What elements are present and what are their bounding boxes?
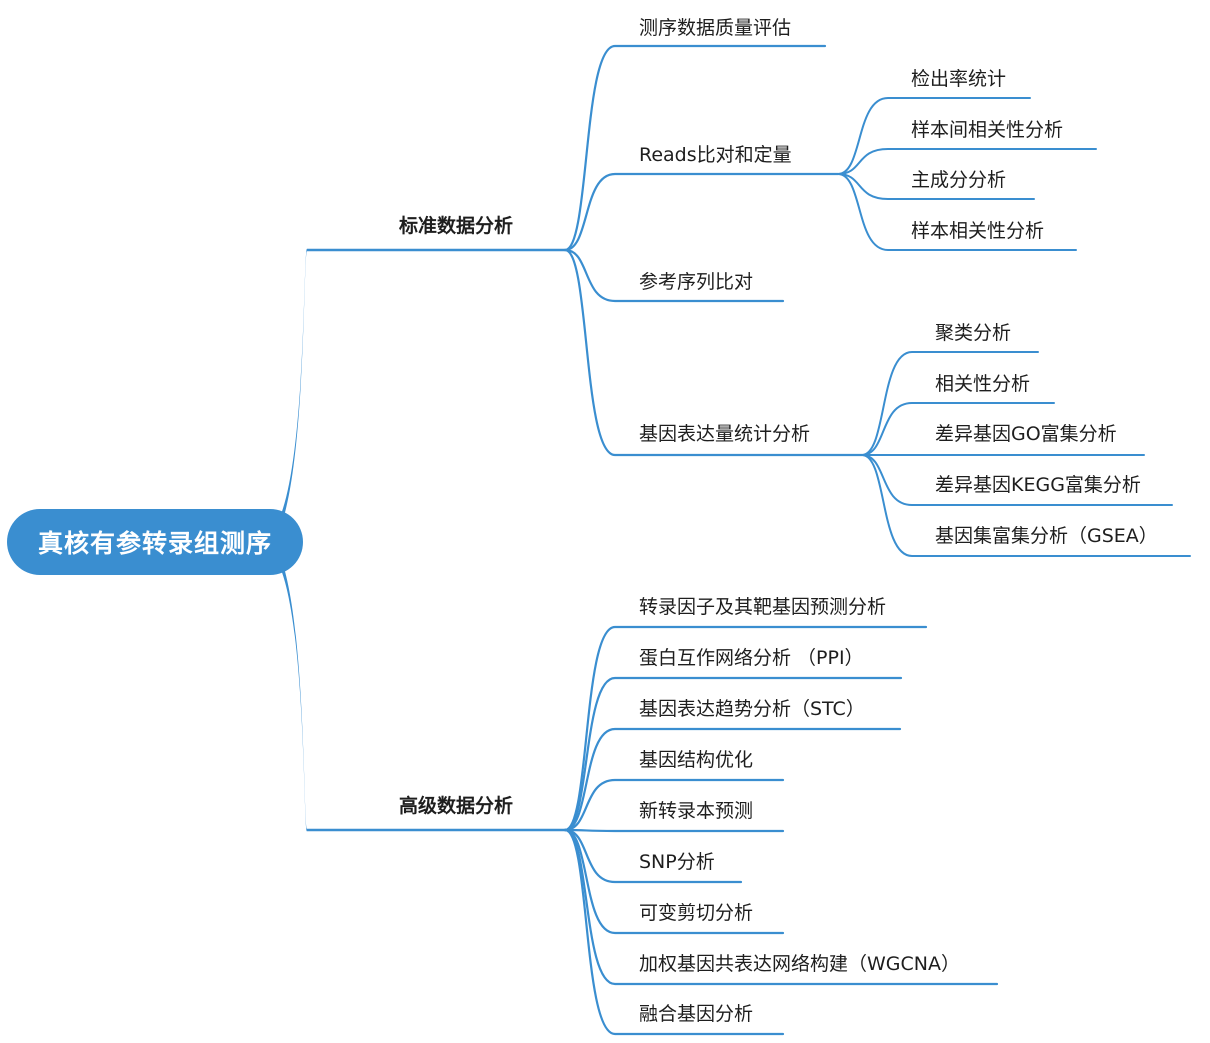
root-to-standard-connector	[262, 248, 565, 548]
node-reads-alignment[interactable]: Reads比对和定量	[639, 144, 792, 166]
node-inter-sample-correlation[interactable]: 样本间相关性分析	[911, 119, 1064, 141]
node-tf-target-prediction[interactable]: 转录因子及其靶基因预测分析	[639, 596, 887, 618]
connector-inter-sample	[837, 148, 1097, 175]
connector-advanced-3	[563, 778, 785, 832]
connector-reads	[563, 172, 840, 252]
node-fusion-gene[interactable]: 融合基因分析	[639, 1003, 754, 1025]
node-gene-structure[interactable]: 基因结构优化	[639, 749, 754, 771]
node-cluster-analysis[interactable]: 聚类分析	[935, 322, 1012, 344]
connector-sample-corr	[837, 173, 1077, 251]
connector-expression	[563, 248, 864, 457]
connector-advanced-2	[563, 727, 902, 832]
node-kegg-enrichment[interactable]: 差异基因KEGG富集分析	[935, 474, 1141, 496]
node-pca[interactable]: 主成分分析	[911, 169, 1007, 191]
node-wgcna[interactable]: 加权基因共表达网络构建（WGCNA）	[639, 953, 960, 975]
connector-advanced-0	[563, 625, 928, 832]
node-detection-rate[interactable]: 检出率统计	[911, 68, 1007, 90]
root-node[interactable]: 真核有参转录组测序	[7, 509, 303, 575]
node-novel-transcript[interactable]: 新转录本预测	[639, 800, 754, 822]
branch-standard-analysis[interactable]: 标准数据分析	[399, 215, 514, 237]
root-label: 真核有参转录组测序	[37, 529, 272, 558]
connector-cluster	[861, 351, 1039, 456]
node-quality-assessment[interactable]: 测序数据质量评估	[639, 17, 792, 39]
connector-advanced-1	[563, 676, 903, 832]
connector-gsea	[861, 454, 1191, 557]
node-stc[interactable]: 基因表达趋势分析（STC）	[639, 698, 865, 720]
connector-quality	[563, 44, 827, 252]
node-correlation-analysis[interactable]: 相关性分析	[935, 373, 1031, 395]
connector-advanced-8	[563, 828, 785, 1036]
node-reference-alignment[interactable]: 参考序列比对	[639, 271, 754, 293]
connector-advanced-5	[563, 828, 743, 884]
connector-kegg	[861, 454, 1173, 506]
connector-reference	[563, 248, 785, 303]
node-expression-stats[interactable]: 基因表达量统计分析	[639, 423, 811, 445]
node-go-enrichment[interactable]: 差异基因GO富集分析	[935, 423, 1117, 445]
connector-advanced-4	[563, 828, 785, 833]
node-snp[interactable]: SNP分析	[639, 851, 715, 873]
branch-advanced-analysis[interactable]: 高级数据分析	[399, 795, 514, 817]
node-alternative-splicing[interactable]: 可变剪切分析	[639, 902, 754, 924]
node-gsea[interactable]: 基因集富集分析（GSEA）	[935, 525, 1158, 547]
node-ppi[interactable]: 蛋白互作网络分析 （PPI）	[639, 647, 864, 669]
node-sample-correlation[interactable]: 样本相关性分析	[911, 220, 1045, 242]
connector-detection	[837, 97, 1031, 175]
connector-correlation	[861, 402, 1055, 456]
root-to-advanced-connector	[262, 536, 565, 832]
connector-pca	[837, 173, 1035, 200]
